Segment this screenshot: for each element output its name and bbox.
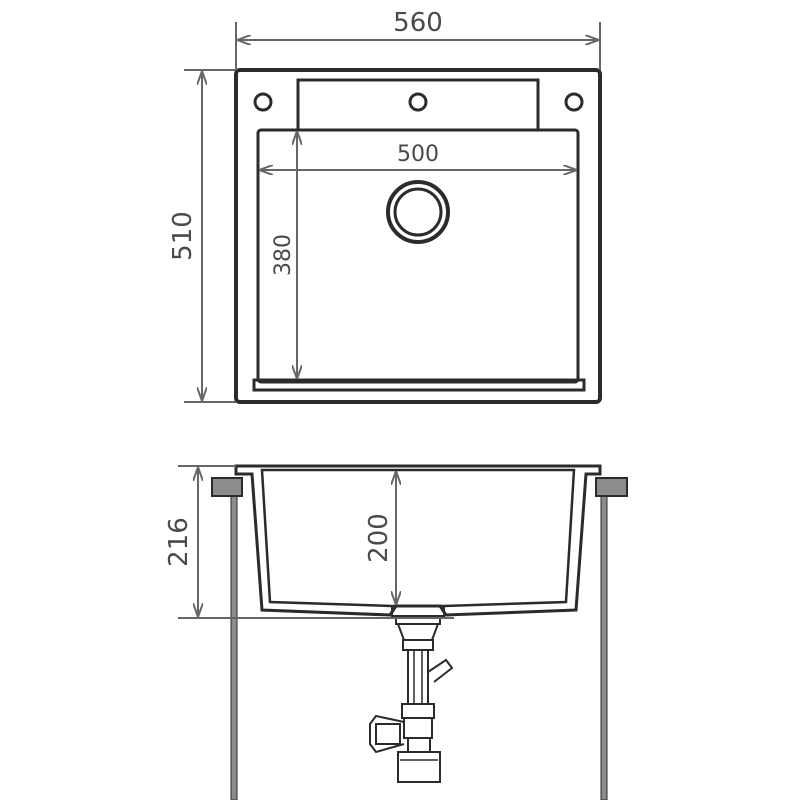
bowl-height-label: 200 <box>364 513 394 563</box>
support-leg-right <box>600 495 608 800</box>
sink-section-inner <box>260 468 576 608</box>
countertop-bracket-right <box>595 477 628 497</box>
tap-hole-right-icon <box>564 92 584 112</box>
overall-width-label: 560 <box>393 8 443 38</box>
top-view: 560 510 500 380 <box>168 8 602 404</box>
bowl-depth-label: 380 <box>271 234 296 276</box>
tap-hole-center-icon <box>408 92 428 112</box>
tap-hole-left-icon <box>253 92 273 112</box>
sink-outer-outline <box>234 68 602 404</box>
bowl-width-label: 500 <box>397 142 439 167</box>
bowl-outline <box>256 128 580 384</box>
overall-height-label: 216 <box>164 517 194 567</box>
drain-inner-icon <box>393 187 443 237</box>
siphon-icon <box>369 615 454 783</box>
drain-outer-icon <box>386 180 450 244</box>
side-view: 216 200 <box>164 464 628 800</box>
support-leg-left <box>230 495 238 800</box>
sink-section-outer <box>234 464 602 617</box>
faucet-deck-panel <box>296 78 540 132</box>
bowl-front-ledge <box>252 378 586 392</box>
overall-depth-label: 510 <box>168 211 198 261</box>
countertop-bracket-left <box>211 477 243 497</box>
